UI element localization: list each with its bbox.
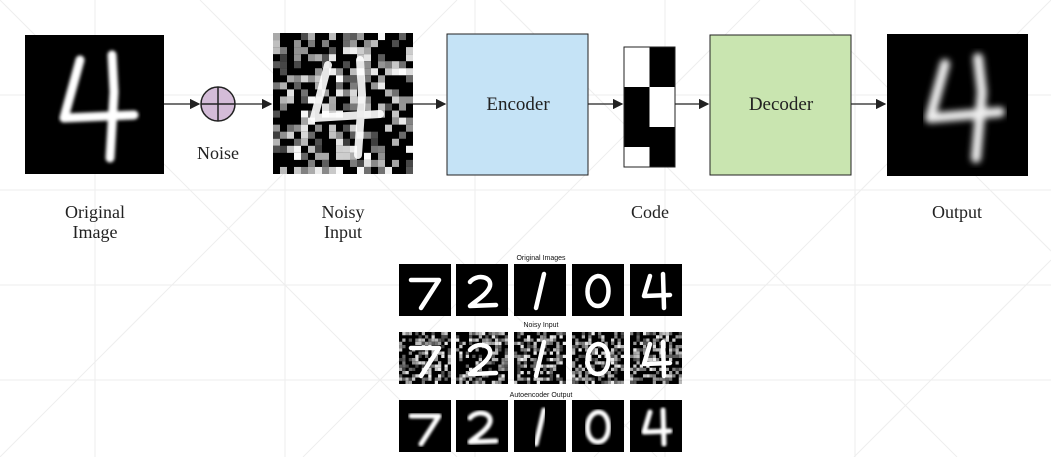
example-digit-image: [572, 264, 624, 316]
example-digit-image: [630, 400, 682, 452]
original-image-label: Original Image: [65, 202, 125, 242]
code-cell: [624, 147, 650, 167]
example-digit-image: [456, 264, 508, 316]
examples-panel: [399, 264, 682, 452]
example-digit-image: [514, 400, 566, 452]
example-digit-image: [630, 264, 682, 316]
code-cell: [624, 107, 650, 127]
examples-title-noisy: Noisy Input: [523, 322, 559, 329]
code-label: Code: [631, 202, 669, 222]
example-digit-image: [514, 264, 566, 316]
code-cell: [624, 67, 650, 87]
noisy-input-image: [273, 33, 413, 174]
noise-add-icon: [200, 86, 236, 122]
output-image: [887, 34, 1028, 176]
code-cell: [649, 127, 675, 147]
example-digit-image: [630, 332, 682, 384]
noise-label: Noise: [197, 143, 239, 163]
code-cell: [624, 127, 650, 147]
code-cell: [649, 47, 675, 67]
examples-title-output: Autoencoder Output: [509, 392, 573, 399]
example-digit-image: [572, 400, 624, 452]
example-digit-image: [399, 400, 451, 452]
code-cell: [649, 147, 675, 167]
encoder-label: Encoder: [486, 94, 550, 115]
example-digit-image: [514, 332, 566, 384]
examples-title-original: Original Images: [516, 255, 566, 262]
code-cell: [649, 87, 675, 107]
code-vector: [623, 46, 676, 168]
code-cell: [624, 47, 650, 67]
example-digit-image: [399, 332, 451, 384]
decoder-label: Decoder: [749, 94, 814, 115]
example-digit-image: [399, 264, 451, 316]
output-label: Output: [931, 202, 982, 222]
example-digit-image: [572, 332, 624, 384]
noisy-input-label: Noisy Input: [321, 202, 365, 242]
example-digit-image: [456, 332, 508, 384]
decoder-block: Decoder: [709, 34, 852, 176]
code-cell: [649, 107, 675, 127]
original-image: [25, 35, 164, 174]
encoder-block: Encoder: [446, 33, 589, 176]
code-cell: [624, 87, 650, 107]
example-digit-image: [456, 400, 508, 452]
code-cell: [649, 67, 675, 87]
